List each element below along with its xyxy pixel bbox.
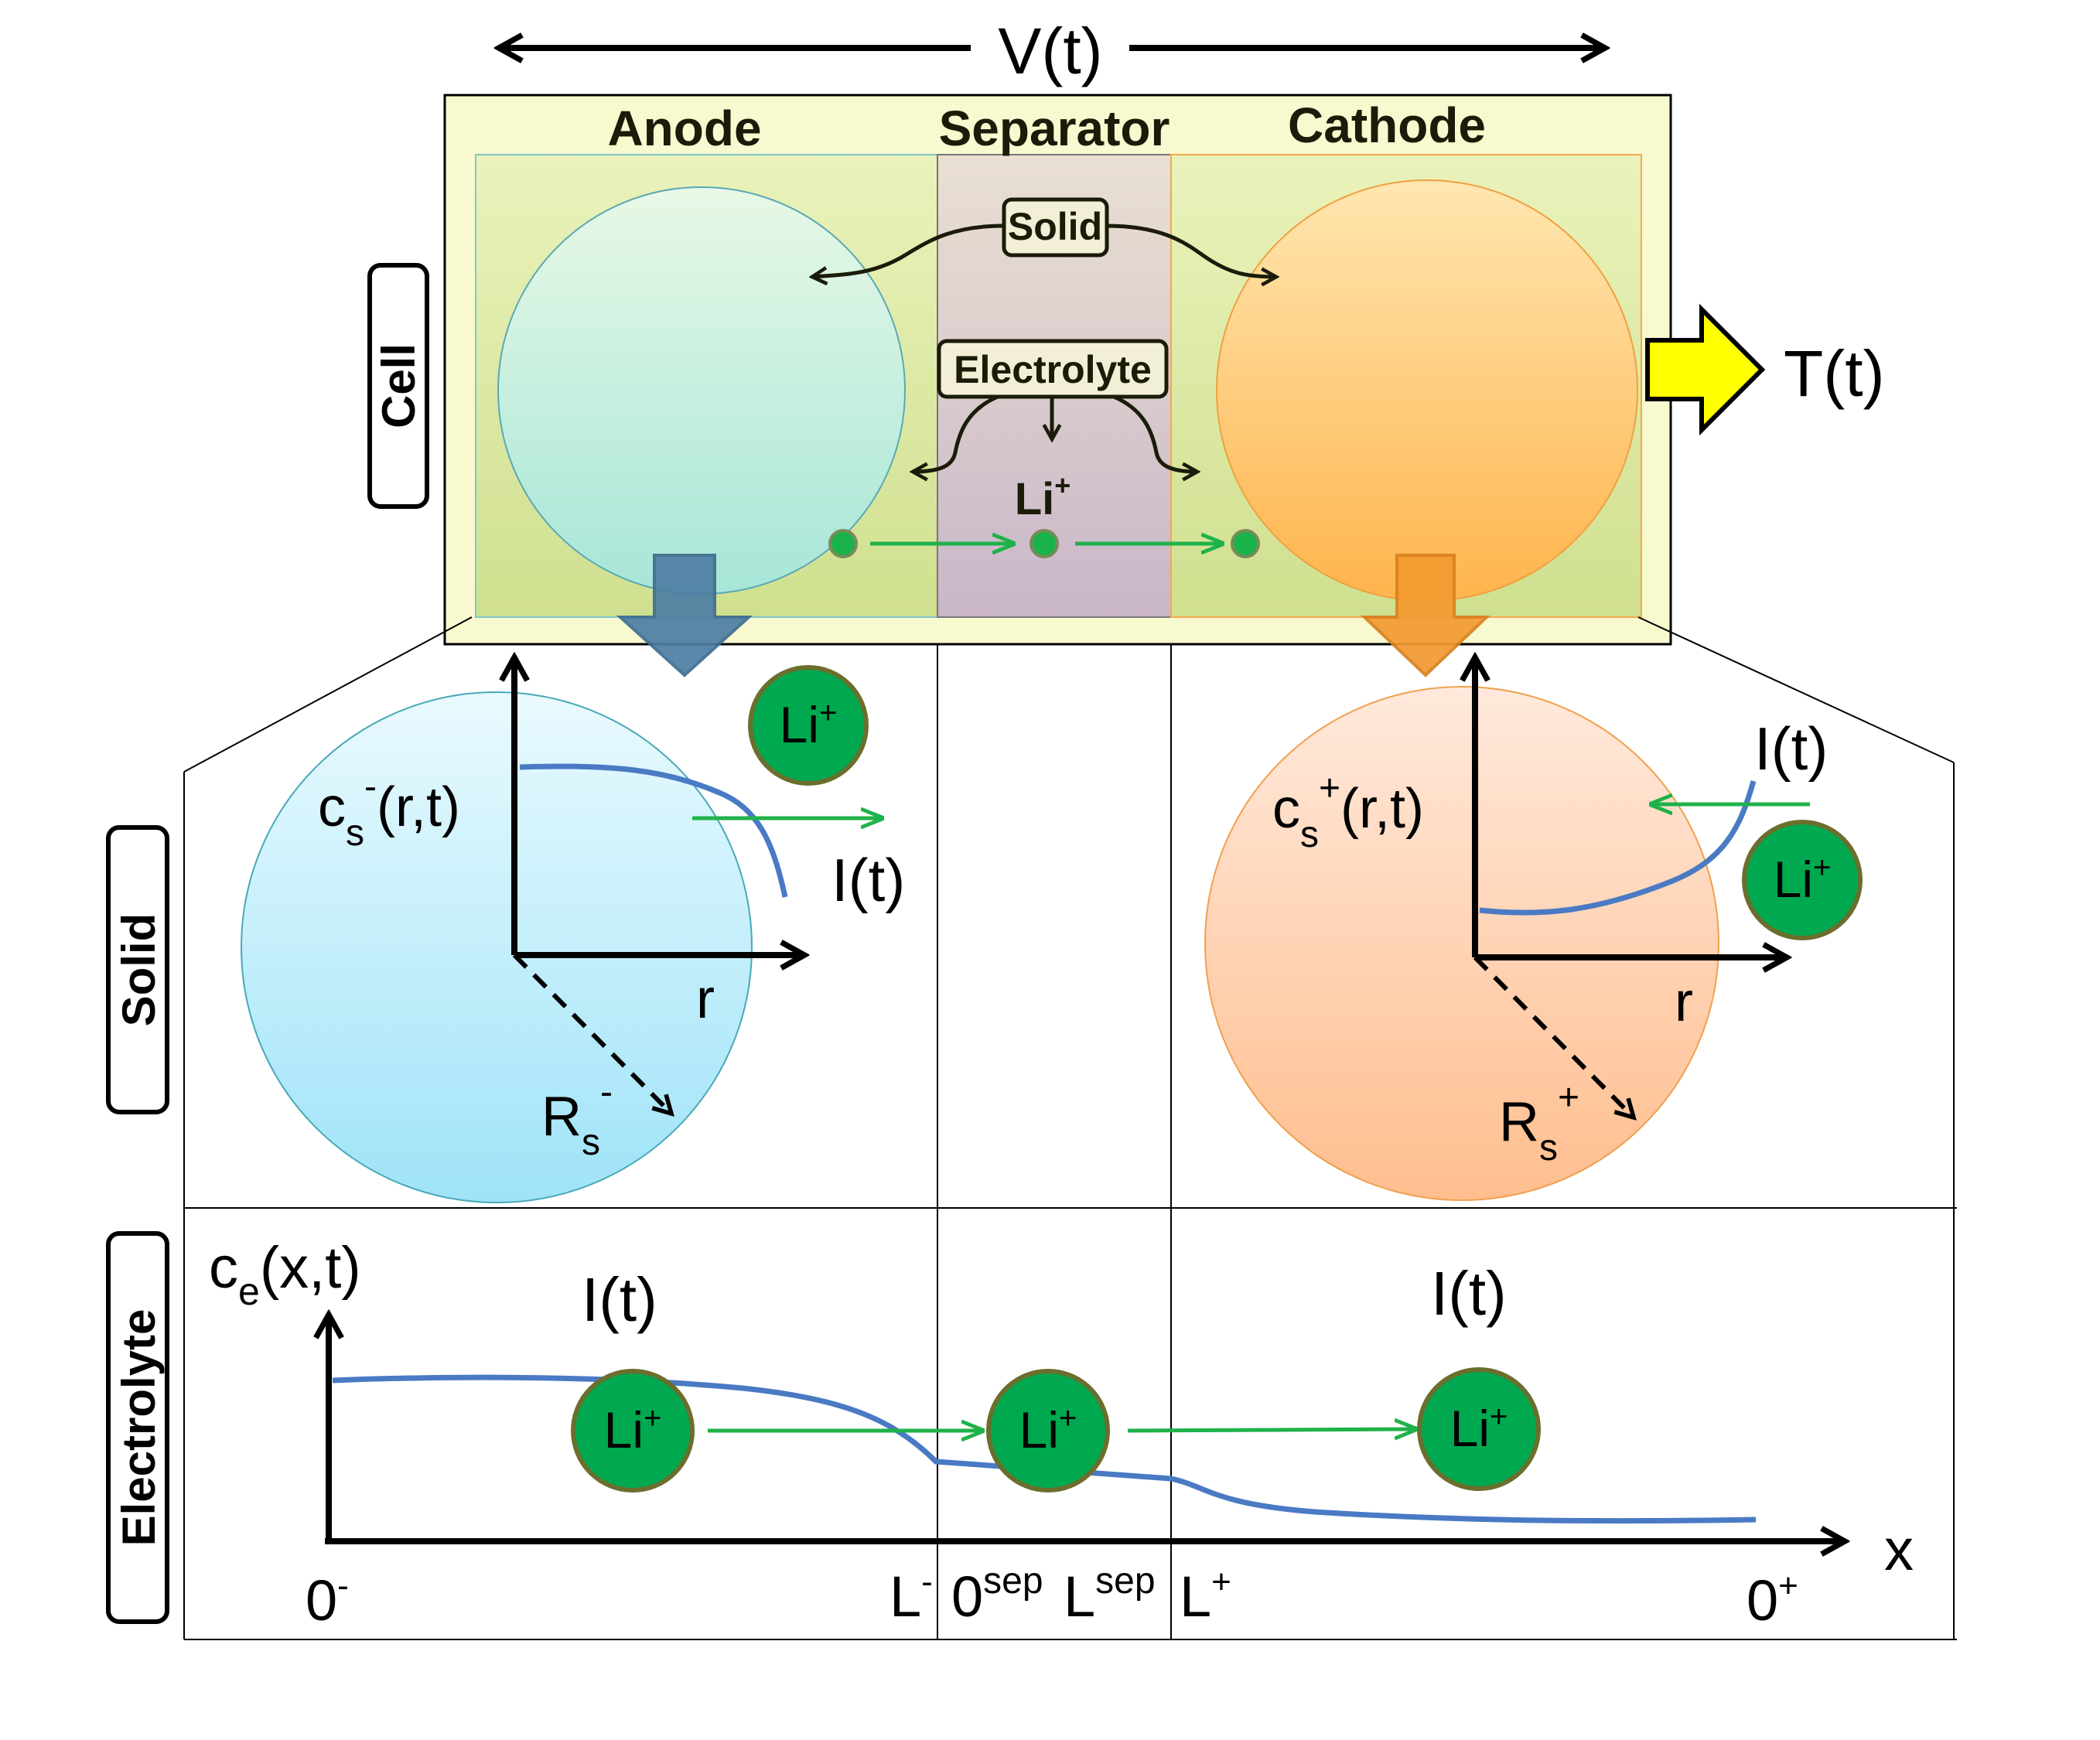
panel-frame bbox=[183, 616, 1957, 1640]
temperature-arrow: T(t) bbox=[1645, 303, 1885, 436]
svg-text:Li+: Li+ bbox=[604, 1401, 662, 1459]
svg-text:Li+: Li+ bbox=[780, 696, 838, 753]
solid-anode-particle bbox=[241, 691, 753, 1203]
voltage-label: V(t) bbox=[998, 15, 1102, 87]
solid-cathode-group: cs+(r,t) I(t) r Rs+ Li+ bbox=[1204, 657, 1863, 1201]
cathode-current-label: I(t) bbox=[1754, 715, 1828, 783]
cathode-particle bbox=[1216, 179, 1638, 602]
voltage-arrow: V(t) bbox=[499, 15, 1605, 87]
cell-ion-dot bbox=[828, 529, 858, 558]
solid-callout-box bbox=[1002, 197, 1109, 258]
tick-origin-plus: 0+ bbox=[1747, 1567, 1798, 1633]
svg-text:Li+: Li+ bbox=[1450, 1400, 1508, 1457]
anode-solid-curve bbox=[519, 763, 788, 898]
tick-L-plus: L+ bbox=[1180, 1563, 1231, 1629]
cathode-title: Cathode bbox=[1288, 97, 1486, 153]
svg-text:Cell: Cell bbox=[373, 343, 425, 428]
cathode-conc-label: cs+(r,t) bbox=[1272, 768, 1424, 855]
tick-origin-minus: 0- bbox=[306, 1567, 349, 1633]
solid-callout-label: Solid bbox=[1008, 205, 1102, 248]
electrolyte-callout-box bbox=[937, 339, 1169, 399]
electrolyte-callout-label: Electrolyte bbox=[954, 348, 1152, 391]
electrolyte-conc-label: ce(x,t) bbox=[209, 1235, 361, 1313]
cell-frame: Anode Separator Cathode Solid Electrolyt… bbox=[443, 94, 1672, 646]
electrolyte-current-right: I(t) bbox=[1431, 1259, 1507, 1328]
electrolyte-current-left: I(t) bbox=[582, 1265, 657, 1334]
temperature-label: T(t) bbox=[1784, 337, 1885, 410]
cell-li-label: Li+ bbox=[1015, 469, 1071, 524]
cathode-radius-label: Rs+ bbox=[1499, 1077, 1579, 1169]
solid-anode-group: cs-(r,t) I(t) r Rs- Li+ bbox=[241, 657, 905, 1203]
svg-text:Electrolyte: Electrolyte bbox=[113, 1309, 165, 1547]
li-ion-badge: Li+ bbox=[986, 1369, 1110, 1493]
separator-title: Separator bbox=[939, 101, 1170, 156]
cathode-zoom-arrow bbox=[1360, 554, 1491, 677]
cathode-solid-curve bbox=[1479, 780, 1757, 916]
cell-ion-dot bbox=[1030, 529, 1059, 558]
tick-zero-sep: 0sep bbox=[951, 1561, 1043, 1629]
cathode-r-label: r bbox=[1675, 971, 1693, 1033]
anode-radius-label: Rs- bbox=[541, 1072, 613, 1163]
side-label-electrolyte: Electrolyte bbox=[106, 1231, 169, 1624]
li-ion-badge: Li+ bbox=[748, 665, 869, 786]
electrolyte-panel: ce(x,t) I(t) I(t) x Li+ Li+ Li+ 0- L- 0s… bbox=[209, 1235, 1914, 1633]
x-axis-label: x bbox=[1884, 1517, 1914, 1583]
cell-ion-dot bbox=[1231, 529, 1260, 558]
side-label-solid: Solid bbox=[106, 825, 169, 1114]
anode-r-label: r bbox=[696, 968, 715, 1030]
li-ion-badge: Li+ bbox=[1417, 1367, 1541, 1491]
solid-cathode-particle bbox=[1204, 686, 1719, 1201]
svg-text:Li+: Li+ bbox=[1774, 851, 1832, 908]
anode-current-label: I(t) bbox=[831, 846, 905, 914]
anode-conc-label: cs-(r,t) bbox=[318, 766, 460, 854]
svg-text:Solid: Solid bbox=[113, 913, 165, 1027]
tick-L-sep: Lsep bbox=[1064, 1561, 1156, 1629]
electrolyte-conc-curve bbox=[332, 1374, 1757, 1524]
svg-text:Li+: Li+ bbox=[1019, 1401, 1077, 1459]
side-label-cell: Cell bbox=[367, 263, 429, 509]
tick-L-minus: L- bbox=[890, 1563, 933, 1629]
li-ion-badge: Li+ bbox=[571, 1369, 695, 1493]
anode-zoom-arrow bbox=[616, 554, 753, 677]
li-ion-badge: Li+ bbox=[1742, 820, 1863, 940]
anode-title: Anode bbox=[607, 101, 761, 156]
